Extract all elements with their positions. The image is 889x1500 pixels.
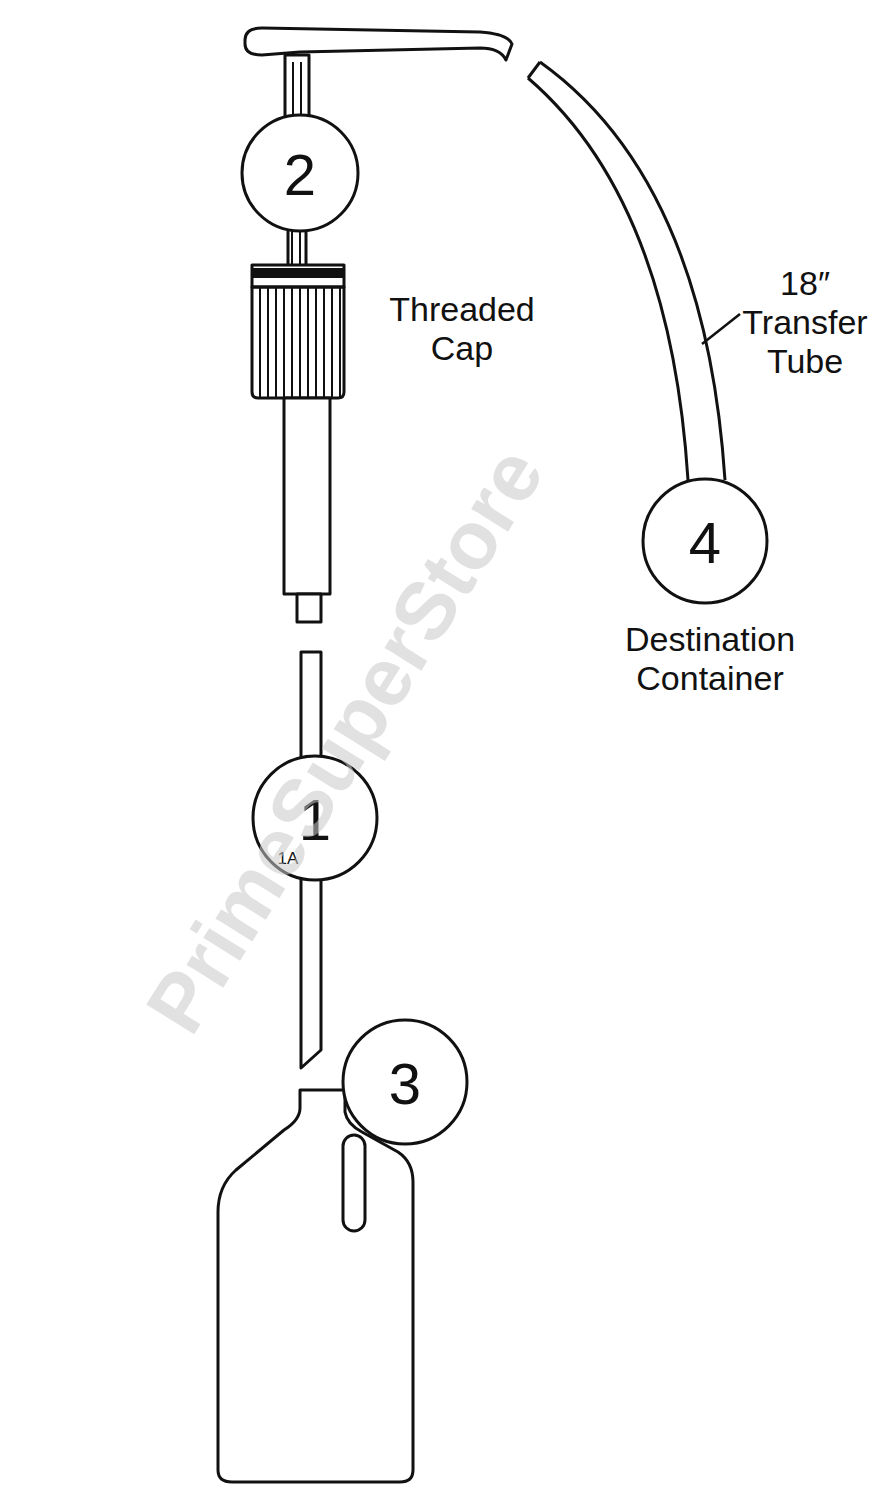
part-label: 18″ Transfer Tube xyxy=(740,264,870,381)
part-label: Threaded Cap xyxy=(372,290,552,368)
callout-number: 2 xyxy=(284,146,316,204)
circle-shape xyxy=(343,1020,467,1144)
callout-circle: 3 xyxy=(340,1017,470,1147)
part-label: Destination Container xyxy=(590,620,830,698)
circle-shape xyxy=(643,479,767,603)
circle-shape xyxy=(242,115,358,231)
watermark: PrimeSuperStore xyxy=(128,431,563,1049)
callout-circle: 4 xyxy=(640,476,770,606)
callout-number: 4 xyxy=(689,514,721,572)
callout-number: 3 xyxy=(389,1055,421,1113)
callout-circle: 2 xyxy=(239,112,361,234)
